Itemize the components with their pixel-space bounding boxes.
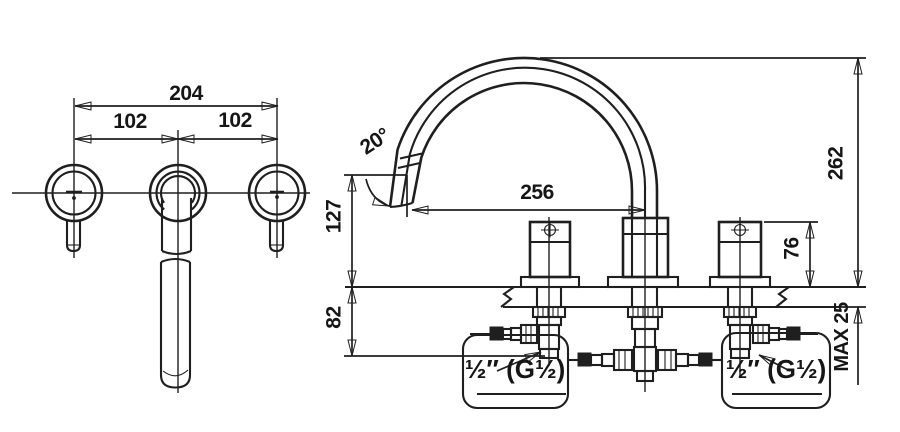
handle-left-circle xyxy=(44,163,104,253)
side-view-dimension-lines xyxy=(344,57,866,385)
supply-connector-tip xyxy=(577,352,592,367)
dim-label-spacing-left: 102 xyxy=(113,110,147,133)
dim-label-spout-outlet-height: 127 xyxy=(322,199,346,234)
connection-size-label-right: ½″ (G½) xyxy=(725,354,827,384)
supply-connector-tip xyxy=(698,352,713,367)
dim-label-spacing-right: 102 xyxy=(218,109,252,132)
dim-label-handle-height: 76 xyxy=(780,237,804,260)
supply-connector-tip xyxy=(489,326,504,341)
callout-right xyxy=(720,331,832,410)
valve-right-underdeck xyxy=(722,287,818,360)
connection-size-label-left: ½″ (G½) xyxy=(464,354,566,384)
dim-label-overall-height: 262 xyxy=(824,146,848,181)
side-view xyxy=(344,56,866,410)
deck-break-right xyxy=(775,286,790,308)
dim-label-spout-reach: 256 xyxy=(520,181,554,204)
spout-gooseneck xyxy=(388,56,659,218)
countertop-deck xyxy=(345,285,866,309)
valve-left-underdeck xyxy=(470,287,567,360)
spout-base-body xyxy=(606,216,680,392)
tee-center-underdeck xyxy=(568,287,722,383)
handle-right-circle xyxy=(247,163,307,253)
deck-break-left xyxy=(500,286,515,308)
dim-label-total-width: 204 xyxy=(169,82,203,105)
dim-label-below-deck: 82 xyxy=(322,306,346,329)
top-view xyxy=(12,98,310,393)
top-view-dimension-lines xyxy=(74,101,279,144)
spout-circle xyxy=(148,163,208,389)
angle-arc xyxy=(365,178,390,207)
